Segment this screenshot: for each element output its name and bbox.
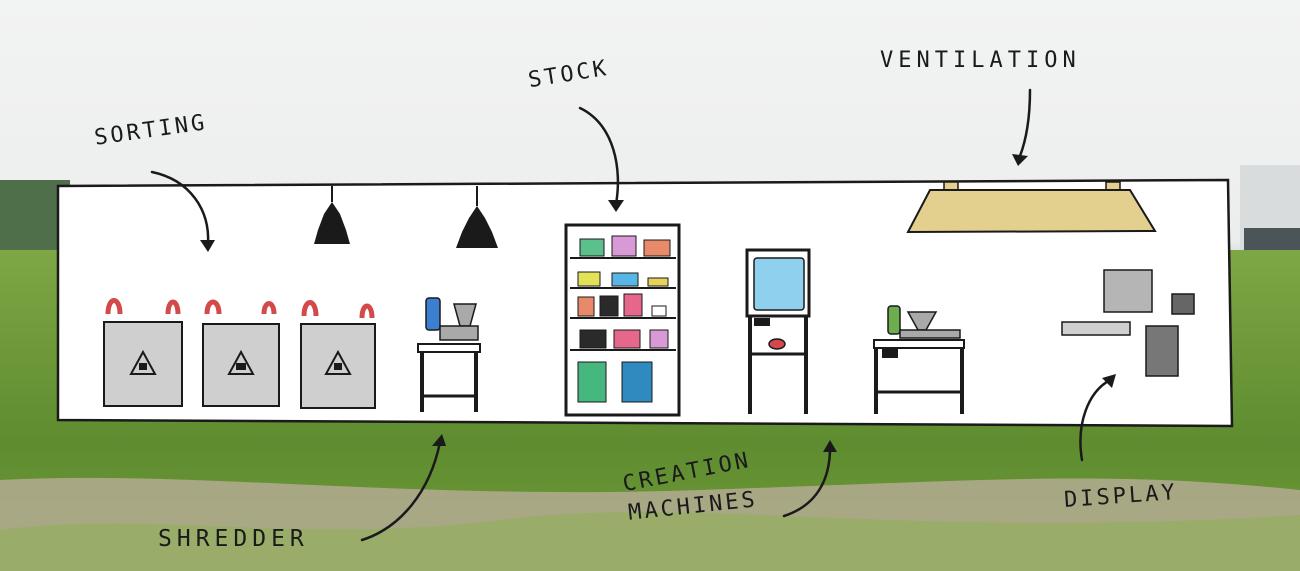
recycling-symbol-icon: [129, 349, 157, 375]
creation-machines-arrow: [782, 446, 832, 518]
arrowhead: [1102, 374, 1116, 388]
arrowhead: [823, 440, 837, 452]
sorting-bag: [202, 299, 280, 407]
sorting-bag: [300, 300, 376, 409]
label-ventilation: VENTILATION: [880, 48, 1081, 73]
sorting-bag: [103, 298, 183, 407]
pendant-lamp-icon: [456, 186, 498, 248]
display-arrow: [1079, 378, 1112, 462]
arrowhead: [1012, 154, 1028, 166]
pendant-lamp-icon: [314, 186, 350, 244]
recycling-symbol-icon: [324, 349, 352, 375]
shredder-machine: [417, 297, 481, 412]
label-shredder: SHREDDER: [158, 526, 309, 552]
ventilation-hood: [906, 181, 1157, 234]
stock-shelf: [564, 223, 681, 417]
sorting-arrow: [150, 170, 210, 246]
ventilation-arrow: [1018, 88, 1032, 158]
creation-machine-extruder: [873, 305, 965, 414]
creation-machine-screen: [745, 248, 811, 414]
arrowhead: [432, 434, 446, 446]
arrowhead: [608, 200, 624, 212]
grass-patch: [0, 512, 1300, 571]
shredder-arrow: [360, 440, 442, 542]
display-panels: [1061, 269, 1195, 377]
stock-arrow: [578, 106, 620, 206]
recycling-symbol-icon: [227, 349, 255, 375]
arrowhead: [200, 240, 215, 252]
